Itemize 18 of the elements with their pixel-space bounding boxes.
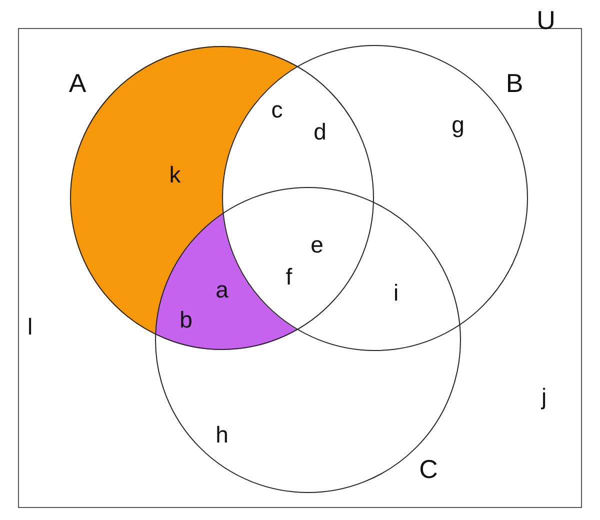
region-label: d (314, 120, 326, 144)
region-label: c (271, 98, 283, 122)
region-label: k (169, 164, 181, 186)
region-label: j (541, 386, 547, 408)
set-label: A (68, 70, 86, 96)
region-label: i (393, 282, 399, 304)
region-label: a (216, 278, 228, 302)
region-label: f (286, 266, 292, 288)
region-label: h (216, 424, 228, 446)
set-circle (70, 46, 374, 350)
set-circle (154, 186, 460, 492)
region-label: l (27, 316, 33, 338)
set-label: B (506, 70, 524, 96)
set-label: C (419, 456, 438, 482)
region-label: b (180, 308, 192, 332)
universe-label: U (536, 7, 556, 33)
region-label: e (310, 234, 324, 256)
region-label: g (452, 114, 464, 136)
